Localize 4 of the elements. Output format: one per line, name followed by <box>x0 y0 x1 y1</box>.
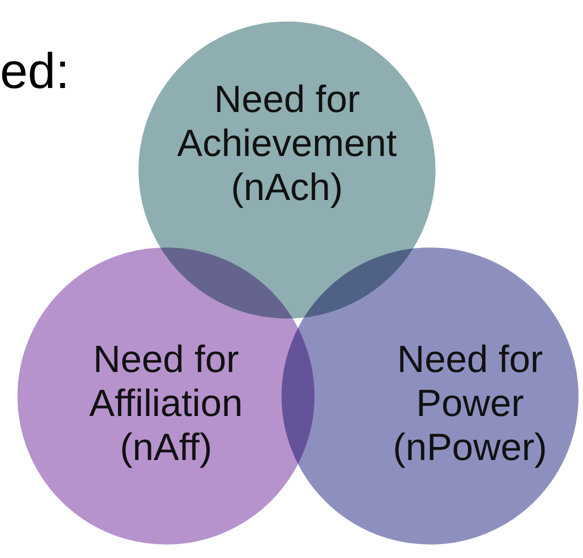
circle-label: Need for Affiliation (nAff) <box>88 338 244 470</box>
circle-label: Need for Achievement (nAch) <box>176 78 398 210</box>
circle-label: Need for Power (nPower) <box>392 338 548 470</box>
heading-fragment: ed: <box>0 42 70 100</box>
